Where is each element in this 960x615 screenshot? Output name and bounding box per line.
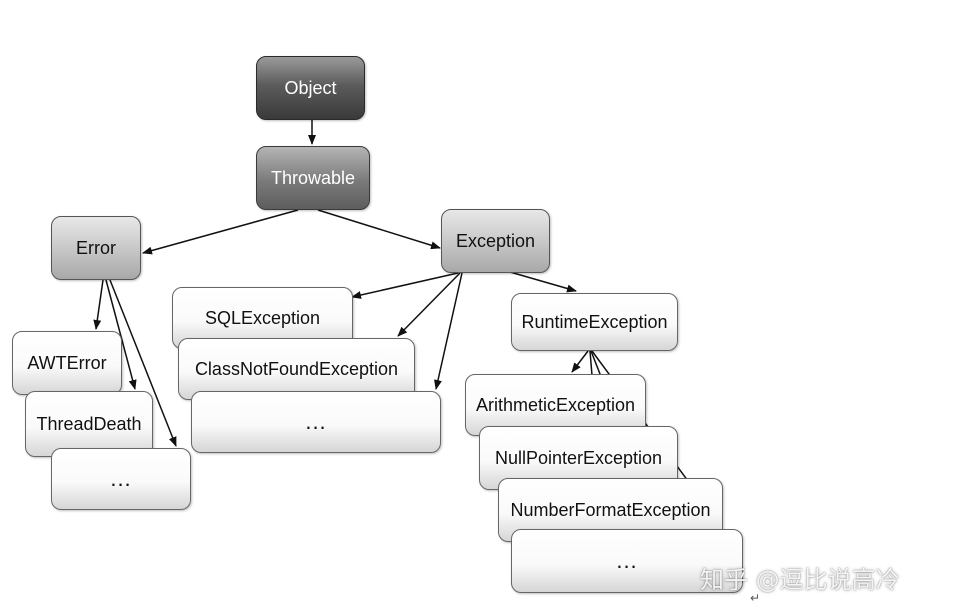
exception-node: Exception — [441, 209, 550, 273]
arrow-exception-sqlexception — [351, 272, 459, 299]
arrow-throwable-exception — [317, 209, 441, 250]
arrow-throwable-error — [142, 209, 299, 255]
arrow-exception-classnotfound — [397, 272, 461, 337]
arrow-error-more — [109, 279, 177, 447]
error-node: Error — [51, 216, 141, 280]
arrow-error-awterror — [93, 279, 104, 330]
arrow-exception-runtime — [509, 271, 577, 293]
awterror-node: AWTError — [12, 331, 122, 395]
threaddeath-node: ThreadDeath — [25, 391, 153, 457]
return-mark-icon: ↵ — [750, 591, 761, 605]
arrow-runtime-arithmetic — [571, 350, 589, 373]
object-node: Object — [256, 56, 365, 120]
arrow-error-threaddeath — [105, 279, 137, 390]
zhihu-watermark: 知乎 @逗比说高冷 — [700, 566, 900, 594]
throwable-node: Throwable — [256, 146, 370, 210]
runtimeexception-node: RuntimeException — [511, 293, 678, 351]
arrow-exception-more — [434, 272, 463, 390]
error-more-node: ... — [51, 448, 191, 510]
runtime-more-node: ... — [511, 529, 743, 593]
exception-more-node: ... — [191, 391, 441, 453]
